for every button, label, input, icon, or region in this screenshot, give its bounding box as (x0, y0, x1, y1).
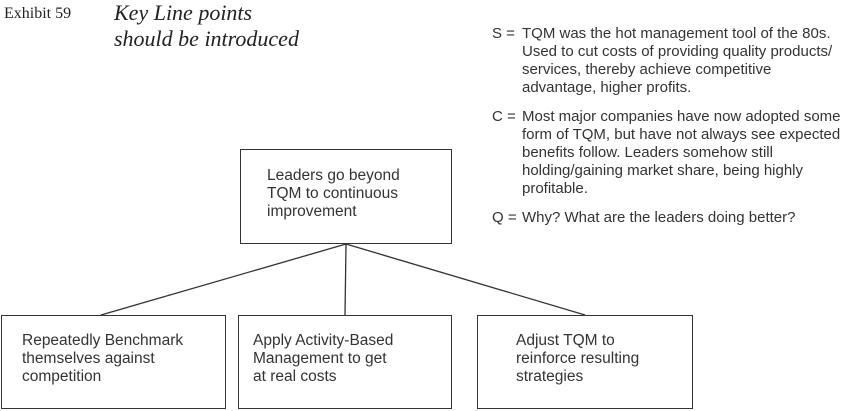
box-main-line: Leaders go beyond (267, 167, 400, 184)
scq-situation: S = TQM was the hot management tool of t… (492, 25, 842, 97)
box-activity-line: Apply Activity-Based (253, 332, 394, 349)
diagram-box-adjust-tqm: Adjust TQM to reinforce resulting strate… (477, 315, 693, 409)
diagram-box-activity-based: Apply Activity-Based Management to get a… (238, 315, 452, 409)
exhibit-title: Key Line points should be introduced (114, 0, 299, 52)
exhibit-title-line2: should be introduced (114, 26, 299, 51)
connector-right (345, 243, 586, 316)
box-adjust-line: Adjust TQM to (516, 332, 615, 349)
diagram-box-main: Leaders go beyond TQM to continuous impr… (240, 149, 452, 244)
box-activity-line: at real costs (253, 368, 337, 385)
box-benchmark-line: themselves against (22, 350, 155, 367)
scq-question-text: Why? What are the leaders doing better? (522, 209, 796, 226)
exhibit-label: Exhibit 59 (4, 5, 72, 22)
box-benchmark-line: Repeatedly Benchmark (22, 332, 184, 349)
box-main-line: improvement (267, 203, 357, 220)
scq-situation-text: TQM was the hot management tool of the 8… (522, 25, 833, 96)
box-main-line: TQM to continuous (267, 185, 398, 202)
scq-complication-letter: C = (492, 108, 516, 125)
connector-middle (344, 243, 347, 316)
scq-complication: C = Most major companies have now adopte… (492, 108, 842, 198)
box-benchmark-line: competition (22, 368, 102, 385)
scq-panel: S = TQM was the hot management tool of t… (492, 25, 842, 238)
scq-situation-letter: S = (492, 25, 515, 42)
scq-question: Q = Why? What are the leaders doing bett… (492, 209, 842, 227)
scq-complication-text: Most major companies have now adopted so… (522, 108, 841, 197)
box-adjust-line: reinforce resulting (516, 350, 640, 367)
scq-question-letter: Q = (492, 209, 517, 226)
exhibit-title-line1: Key Line points (114, 0, 253, 25)
box-adjust-line: strategies (516, 368, 584, 385)
diagram-box-benchmark: Repeatedly Benchmark themselves against … (1, 315, 226, 409)
box-activity-line: Management to get (253, 350, 387, 367)
connector-left (100, 243, 347, 316)
